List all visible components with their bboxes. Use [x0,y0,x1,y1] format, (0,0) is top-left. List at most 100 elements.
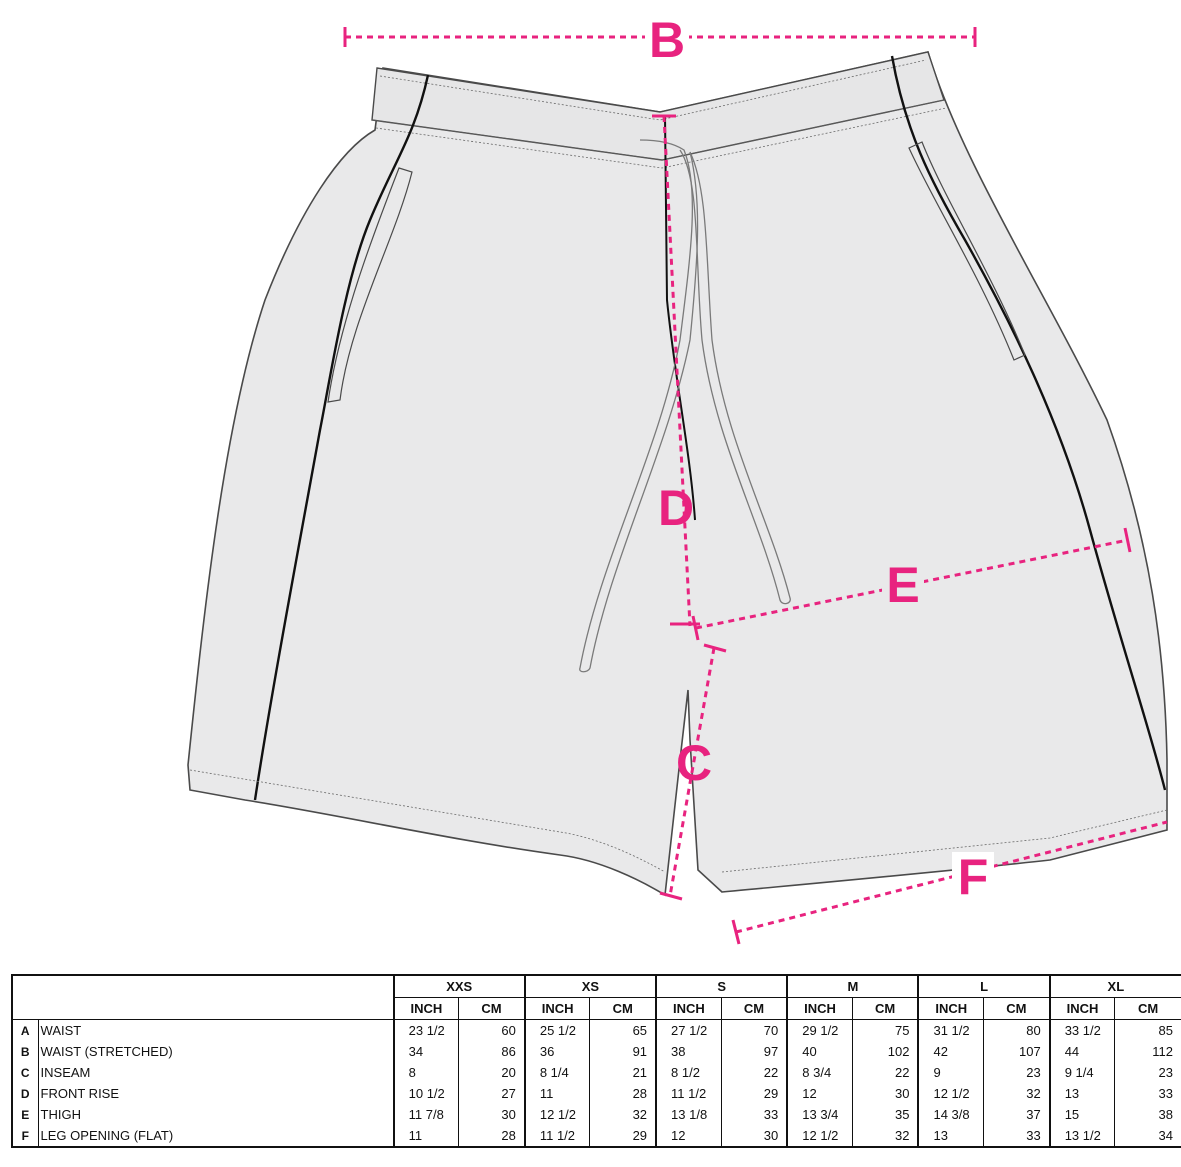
value-cm: 80 [983,1019,1050,1041]
value-cm: 29 [589,1125,657,1148]
value-inch: 25 1/2 [523,1019,590,1041]
value-inch: 8 1/2 [655,1062,722,1083]
value-cm: 32 [589,1104,657,1125]
unit-header-inch: INCH [523,997,590,1020]
measurement-name: FRONT RISE [37,1083,394,1104]
value-inch: 12 1/2 [523,1104,590,1125]
value-cm: 32 [851,1125,919,1148]
unit-header-inch: INCH [655,997,722,1020]
value-cm: 107 [983,1041,1050,1062]
value-inch: 13 [1048,1083,1115,1104]
size-header: XXS [392,974,525,998]
value-cm: 28 [458,1125,525,1148]
value-inch: 13 1/2 [1048,1125,1115,1148]
value-cm: 33 [983,1125,1050,1148]
unit-header-cm: CM [720,997,788,1020]
unit-header-cm: CM [589,997,657,1020]
unit-header-cm: CM [458,997,525,1020]
value-inch: 31 1/2 [917,1019,984,1041]
measurement-name: THIGH [37,1104,394,1125]
dimension-f-label: F [958,849,989,905]
value-inch: 11 [523,1083,590,1104]
value-cm: 102 [851,1041,919,1062]
unit-header-row: INCH CM INCH CM INCH CM INCH CM INCH CM … [12,997,1181,1020]
value-cm: 29 [720,1083,788,1104]
dimension-b: B [343,12,977,68]
value-inch: 13 [917,1125,984,1148]
value-inch: 36 [523,1041,590,1062]
value-cm: 65 [589,1019,657,1041]
value-inch: 33 1/2 [1048,1019,1115,1041]
header-blank [11,974,394,1020]
value-cm: 27 [458,1083,525,1104]
value-inch: 42 [917,1041,984,1062]
value-inch: 13 1/8 [655,1104,722,1125]
value-inch: 10 1/2 [392,1083,459,1104]
size-header: L [917,974,1050,998]
value-cm: 33 [1114,1083,1181,1104]
measurement-name: INSEAM [37,1062,394,1083]
value-inch: 12 [786,1083,853,1104]
dimension-b-label: B [649,12,685,68]
value-cm: 28 [589,1083,657,1104]
size-header: S [655,974,788,998]
value-inch: 8 3/4 [786,1062,853,1083]
dimension-f: F [731,820,1168,945]
measurement-name: WAIST (STRETCHED) [37,1041,394,1062]
value-inch: 9 1/4 [1048,1062,1115,1083]
measurement-name: LEG OPENING (FLAT) [37,1125,394,1148]
value-cm: 33 [720,1104,788,1125]
dimension-e: E [691,527,1132,641]
unit-header-inch: INCH [392,997,459,1020]
unit-header-inch: INCH [1048,997,1115,1020]
dimension-c: C [659,643,727,901]
value-inch: 8 [392,1062,459,1083]
value-cm: 112 [1114,1041,1181,1062]
value-cm: 23 [983,1062,1050,1083]
value-inch: 12 1/2 [917,1083,984,1104]
value-inch: 12 1/2 [786,1125,853,1148]
value-cm: 35 [851,1104,919,1125]
value-cm: 60 [458,1019,525,1041]
value-inch: 15 [1048,1104,1115,1125]
measurement-key: D [10,1083,39,1104]
value-inch: 27 1/2 [655,1019,722,1041]
shorts-diagram: B D E C F [187,12,1168,945]
value-inch: 38 [655,1041,722,1062]
value-cm: 20 [458,1062,525,1083]
value-inch: 29 1/2 [786,1019,853,1041]
value-cm: 75 [851,1019,919,1041]
dimension-e-label: E [886,557,919,613]
size-header: XL [1048,974,1181,998]
unit-header-cm: CM [983,997,1050,1020]
value-cm: 85 [1114,1019,1181,1041]
size-chart-table: XXS XS S M L XL INCH CM INCH CM INCH CM … [10,974,1181,1148]
value-cm: 32 [983,1083,1050,1104]
value-inch: 8 1/4 [523,1062,590,1083]
value-cm: 91 [589,1041,657,1062]
measurement-key: C [10,1062,39,1083]
value-cm: 30 [458,1104,525,1125]
size-header-row: XXS XS S M L XL [11,974,1181,1020]
value-inch: 13 3/4 [786,1104,853,1125]
value-inch: 14 3/8 [917,1104,984,1125]
value-cm: 30 [851,1083,919,1104]
value-inch: 11 1/2 [523,1125,590,1148]
value-inch: 40 [786,1041,853,1062]
measurement-key: B [10,1041,39,1062]
value-cm: 97 [720,1041,788,1062]
value-inch: 11 1/2 [655,1083,722,1104]
measurement-key: E [10,1104,39,1125]
value-cm: 34 [1114,1125,1181,1148]
shorts-outline [187,51,1168,897]
size-header: XS [523,974,657,998]
unit-header-inch: INCH [917,997,984,1020]
value-inch: 44 [1048,1041,1115,1062]
value-cm: 38 [1114,1104,1181,1125]
